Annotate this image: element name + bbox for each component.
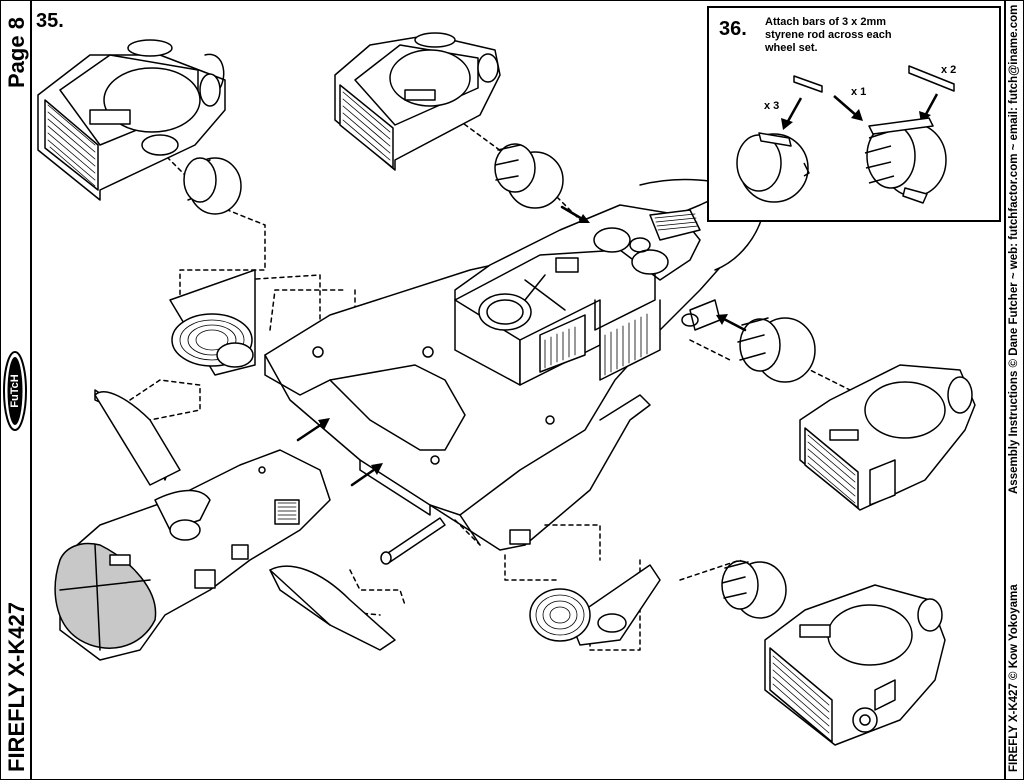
superstructure — [454, 204, 701, 386]
side-intake-right — [681, 299, 721, 331]
wheel-right-lower — [721, 560, 787, 619]
assembly-arrows — [296, 205, 747, 487]
wheel-cowling-right-middle — [799, 364, 976, 511]
wheel-top-left — [183, 157, 242, 215]
thruster-nozzle-left — [169, 269, 256, 376]
gun-barrel — [380, 517, 446, 565]
wheel-cowling-right-lower — [764, 584, 946, 746]
step-35-number: 35. — [36, 10, 64, 32]
qty-wheels-label: x 3 — [764, 100, 780, 112]
right-credits-strip — [1004, 0, 1024, 780]
step-36-number: 36. — [719, 18, 747, 40]
step-36-diagram — [736, 65, 955, 204]
wheel-single-with-bar — [736, 132, 810, 203]
futch-logo: FuTcH — [3, 351, 27, 431]
wheel-top-center — [494, 143, 564, 209]
step-36-inset: 36. Attach bars of 3 x 2mm styrene rod a… — [707, 6, 1001, 222]
styrene-bar-single — [793, 75, 823, 93]
wheel-right-middle — [737, 317, 816, 383]
cockpit-nose — [54, 449, 331, 661]
wheel-cowling-top-left — [37, 39, 226, 201]
styrene-bar-double — [908, 65, 955, 92]
qty-double-bar-label: x 2 — [941, 64, 957, 76]
logo-text: FuTcH — [9, 374, 21, 407]
wheel-cowling-top-center — [334, 32, 501, 171]
step-36-instruction: Attach bars of 3 x 2mm styrene rod acros… — [765, 16, 892, 54]
wing-upper-left — [94, 389, 181, 486]
wing-lower-left — [269, 565, 396, 651]
thruster-nozzle-bottom — [529, 564, 661, 646]
wheel-double-with-bars — [864, 117, 947, 204]
qty-single-bar-label: x 1 — [851, 86, 867, 98]
left-title-strip: Page 8 FuTcH FIREFLY X-K427 — [0, 0, 32, 780]
